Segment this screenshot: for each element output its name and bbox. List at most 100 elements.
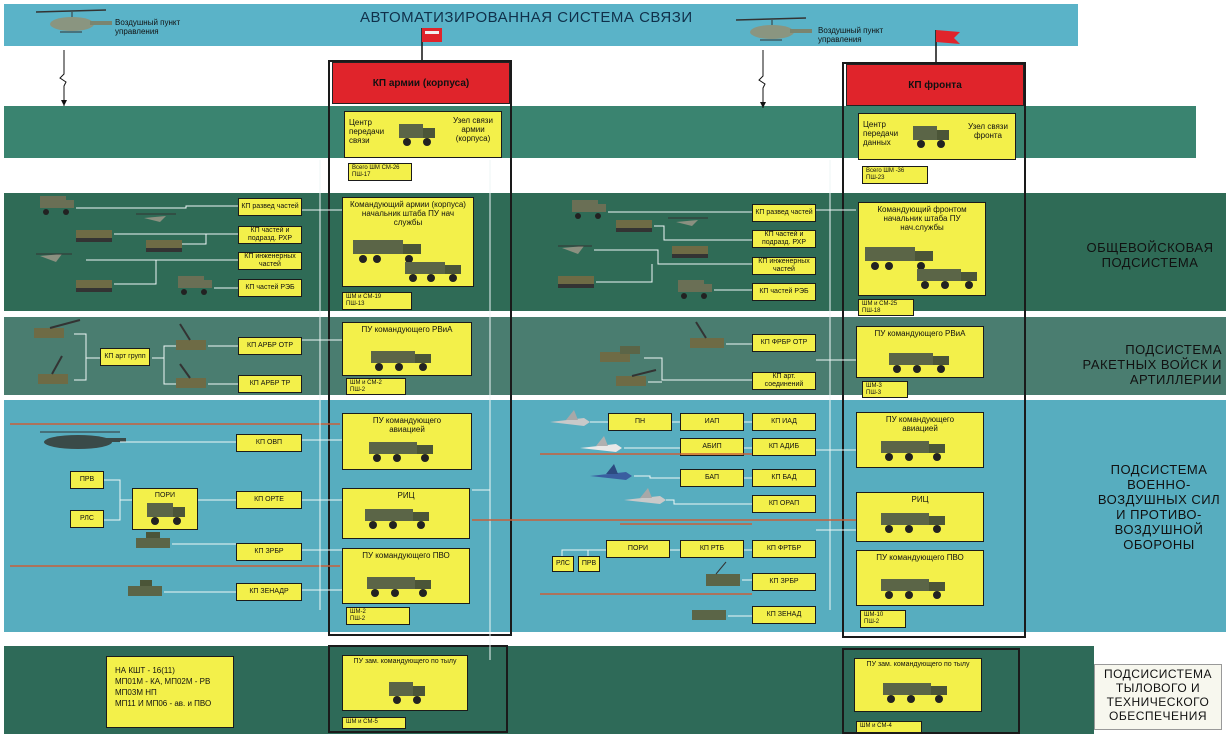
diagram-title: АВТОМАТИЗИРОВАННАЯ СИСТЕМА СВЯЗИ (360, 9, 693, 26)
front-aviation-box: ПУ командующего авиацией (856, 412, 984, 468)
right-kp-art-units: КП арт. соединений (752, 372, 816, 390)
left-kp-arbr-otr: КП АРБР ОТР (238, 337, 302, 355)
air-cp-right-label: Воздушный пункт управления (818, 26, 884, 44)
front-column-frame (842, 62, 1026, 638)
truck-icon (367, 577, 431, 597)
left-kp-recon: КП развед частей (238, 198, 302, 216)
right-iap: ИАП (680, 413, 744, 431)
right-bap: БАП (680, 469, 744, 487)
left-kp-orte: КП ОРТЕ (236, 491, 302, 509)
truck-icon (389, 682, 425, 704)
truck-icon (399, 124, 435, 146)
left-kp-art-group: КП арт групп (100, 348, 150, 366)
left-pori-box: ПОРИ (132, 488, 198, 530)
front-aviation-title: ПУ командующего авиацией (885, 415, 955, 433)
front-log-title: ПУ зам. командующего по тылу (866, 661, 970, 668)
truck-icon (917, 269, 977, 289)
front-node-label: Узел связи фронта (968, 122, 1008, 140)
right-abip: АБИП (680, 438, 744, 456)
army-air-stats: ШМ-2 ПШ-2 (346, 607, 410, 625)
front-general-stats: ШМ и СМ-25 ПШ-18 (858, 299, 914, 316)
left-kp-ovp: КП ОВП (236, 434, 302, 452)
right-kp-rhr: КП частей и подразд. РХР (752, 230, 816, 248)
army-rocket-stats: ШМ и СМ-2 ПШ-2 (346, 378, 406, 395)
army-log-frame (328, 645, 508, 733)
army-general-box: Командующий армии (корпуса) начальник шт… (342, 197, 474, 287)
subsystem-general-label: ОБЩЕВОЙСКОВАЯ ПОДСИСТЕМА (1086, 240, 1214, 270)
truck-icon (353, 240, 421, 263)
front-rocket-box: ПУ командующего РВиА (856, 326, 984, 378)
truck-icon (889, 353, 949, 373)
left-kp-zrbr: КП ЗРБР (236, 543, 302, 561)
right-kp-frbr-otr: КП ФРБР ОТР (752, 334, 816, 352)
right-kp-iad: КП ИАД (752, 413, 816, 431)
army-rocket-title: ПУ командующего РВиА (361, 325, 453, 334)
truck-icon (881, 441, 945, 461)
army-cp-header: КП армии (корпуса) (332, 62, 510, 104)
right-kp-adib: КП АДИБ (752, 438, 816, 456)
left-kp-arbr-tr: КП АРБР ТР (238, 375, 302, 393)
front-center-label: Центр передачи данных (863, 120, 899, 147)
right-kp-frtbr: КП ФРТБР (752, 540, 816, 558)
left-rls: РЛС (70, 510, 104, 528)
right-kp-bad: КП БАД (752, 469, 816, 487)
aircraft-icons-right (540, 410, 752, 620)
flag-icon (935, 30, 960, 62)
army-pvo-box: ПУ командующего ПВО (342, 548, 470, 604)
front-cp-header: КП фронта (846, 64, 1024, 106)
helicopter-icon (735, 17, 812, 41)
front-log-frame (842, 648, 1020, 734)
right-prv: ПРВ (578, 556, 600, 572)
artillery-icons-right (600, 321, 752, 386)
left-prv: ПРВ (70, 471, 104, 489)
left-kp-engineers: КП инженерных частей (238, 252, 302, 270)
army-center-label: Центр передачи связи (349, 118, 385, 145)
right-rls: РЛС (552, 556, 574, 572)
army-aviation-box: ПУ командующего авиацией (342, 413, 472, 470)
army-log-box: ПУ зам. командующего по тылу (342, 655, 468, 711)
army-ric-title: РИЦ (397, 491, 415, 500)
front-log-box: ПУ зам. командующего по тылу (854, 658, 982, 712)
right-kp-zrbr: КП ЗРБР (752, 573, 816, 591)
army-general-stats: ШМ и СМ-19 ПШ-13 (342, 292, 412, 310)
air-cp-left-label: Воздушный пункт управления (115, 18, 181, 36)
front-rocket-stats: ШМ-3 ПШ-3 (862, 381, 908, 398)
front-air-stats: ШМ-10 ПШ-2 (860, 610, 906, 628)
army-ric-box: РИЦ (342, 488, 470, 539)
front-ric-title: РИЦ (911, 495, 929, 504)
army-aviation-title: ПУ командующего авиацией (372, 416, 442, 434)
right-kp-recon: КП развед частей (752, 204, 816, 222)
radio-link-icon (758, 50, 766, 108)
truck-icon (881, 579, 945, 599)
helicopter-icon (35, 9, 112, 33)
truck-icon (883, 683, 947, 703)
subsystem-rocket-label: ПОДСИСТЕМА РАКЕТНЫХ ВОЙСК И АРТИЛЛЕРИИ (1082, 342, 1222, 387)
army-log-stats: ШМ и СМ-5 (342, 717, 406, 729)
vehicle-icons-right (558, 200, 752, 299)
right-kp-reb: КП частей РЭБ (752, 283, 816, 301)
connector-lines (302, 160, 856, 660)
front-pvo-box: ПУ командующего ПВО (856, 550, 984, 606)
right-kp-engineers: КП инженерных частей (752, 257, 816, 275)
truck-icon (913, 126, 949, 148)
front-node-stats: Всего ШМ -36 ПШ-23 (862, 166, 928, 184)
front-general-title: Командующий фронтом начальник штаба ПУ н… (877, 205, 967, 232)
army-node-label: Узел связи армии (корпуса) (453, 116, 493, 143)
right-kp-rtb: КП РТБ (680, 540, 744, 558)
front-rocket-title: ПУ командующего РВиА (874, 329, 966, 338)
truck-icon (365, 509, 429, 529)
army-comm-node: Центр передачи связи Узел связи армии (к… (344, 111, 502, 158)
front-log-stats: ШМ и СМ-4 (856, 721, 922, 733)
army-pvo-title: ПУ командующего ПВО (362, 551, 450, 560)
right-pn: ПН (608, 413, 672, 431)
army-column-frame (328, 60, 512, 636)
army-log-title: ПУ зам. командующего по тылу (353, 658, 457, 665)
air-icons-left (10, 423, 340, 596)
front-general-box: Командующий фронтом начальник штаба ПУ н… (858, 202, 986, 296)
subsystem-airforce-label: ПОДСИСТЕМА ВОЕННО-ВОЗДУШНЫХ СИЛ И ПРОТИВ… (1097, 462, 1221, 552)
right-kp-zenad: КП ЗЕНАД (752, 606, 816, 624)
right-kp-orap: КП ОРАП (752, 495, 816, 513)
top-band (4, 4, 1078, 46)
truck-icon (865, 247, 933, 270)
artillery-icons-left (34, 319, 238, 388)
